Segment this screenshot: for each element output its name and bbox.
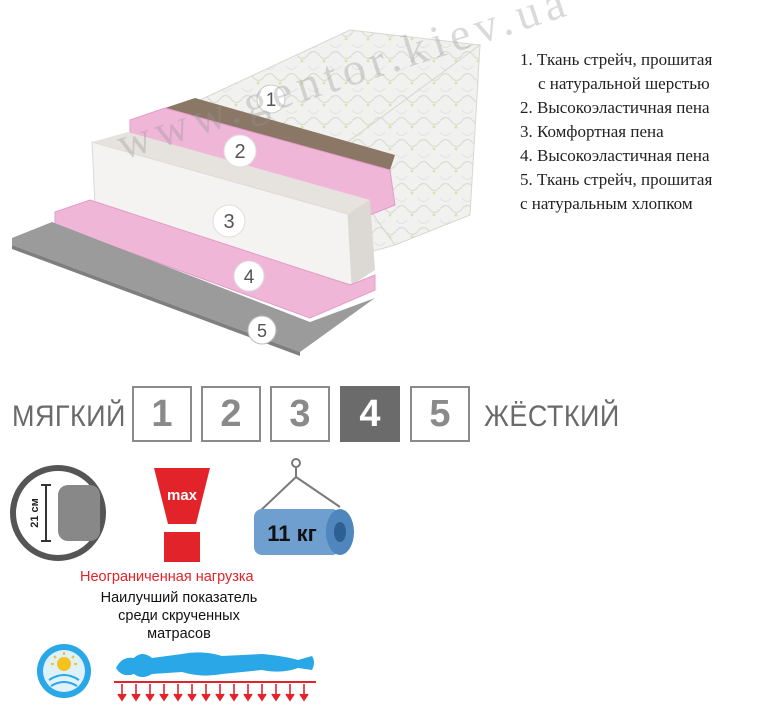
- weight-label: 11 кг: [267, 521, 317, 546]
- svg-text:5: 5: [257, 321, 267, 341]
- svg-text:1: 1: [266, 90, 277, 111]
- unlimited-load-text: Неограниченная нагрузка: [80, 569, 254, 585]
- layers-legend: 1. Ткань стрейч, прошитая с натуральной …: [520, 48, 780, 216]
- legend-1-line-1: 1. Ткань стрейч, прошитая: [520, 50, 713, 69]
- svg-text:2: 2: [234, 141, 245, 163]
- legend-2: 2. Высокоэластичная пена: [520, 98, 710, 117]
- layer-3-top: [92, 132, 370, 214]
- marker-5: 5: [247, 315, 277, 345]
- height-label: 21 см: [29, 498, 41, 528]
- info-line-2: среди скрученных: [118, 608, 240, 624]
- firmness-box-2: 2: [201, 386, 261, 442]
- orthopedic-support-icon: [114, 652, 316, 702]
- soft-label: МЯГКИЙ: [12, 400, 126, 433]
- layer-5: [12, 222, 375, 352]
- max-label: max: [167, 487, 198, 504]
- firmness-box-5: 5: [410, 386, 470, 442]
- layer-5-edge: [12, 245, 300, 356]
- info-line-3: матрасов: [147, 626, 211, 642]
- svg-text:3: 3: [223, 211, 234, 233]
- legend-5-line-1: 5. Ткань стрейч, прошитая: [520, 170, 713, 189]
- svg-text:4: 4: [244, 267, 255, 288]
- mattress-layers-illustration: 1 2 3 4 5: [12, 29, 482, 356]
- hard-label: ЖЁСТКИЙ: [484, 400, 620, 433]
- marker-1: 1: [256, 84, 286, 114]
- marker-3: 3: [212, 204, 246, 238]
- legend-5-line-2: с натуральным хлопком: [520, 194, 693, 213]
- weight-roll-icon: 11 кг: [254, 458, 354, 555]
- legend-4: 4. Высокоэластичная пена: [520, 146, 710, 165]
- firmness-box-3: 3: [270, 386, 330, 442]
- firmness-box-1: 1: [132, 386, 192, 442]
- firmness-box-4-selected: 4: [340, 386, 400, 442]
- layer-3-side: [348, 200, 375, 285]
- marker-4: 4: [233, 260, 265, 292]
- marker-2: 2: [223, 134, 257, 168]
- info-line-1: Наилучший показатель: [100, 590, 258, 606]
- max-load-icon: max: [154, 468, 210, 562]
- mattress-height-icon: 21 см: [10, 465, 106, 561]
- layer-brown: [165, 98, 395, 170]
- legend-1-line-2: с натуральной шерстью: [538, 74, 710, 93]
- breathable-sun-icon: [37, 644, 91, 698]
- legend-3: 3. Комфортная пена: [520, 122, 664, 141]
